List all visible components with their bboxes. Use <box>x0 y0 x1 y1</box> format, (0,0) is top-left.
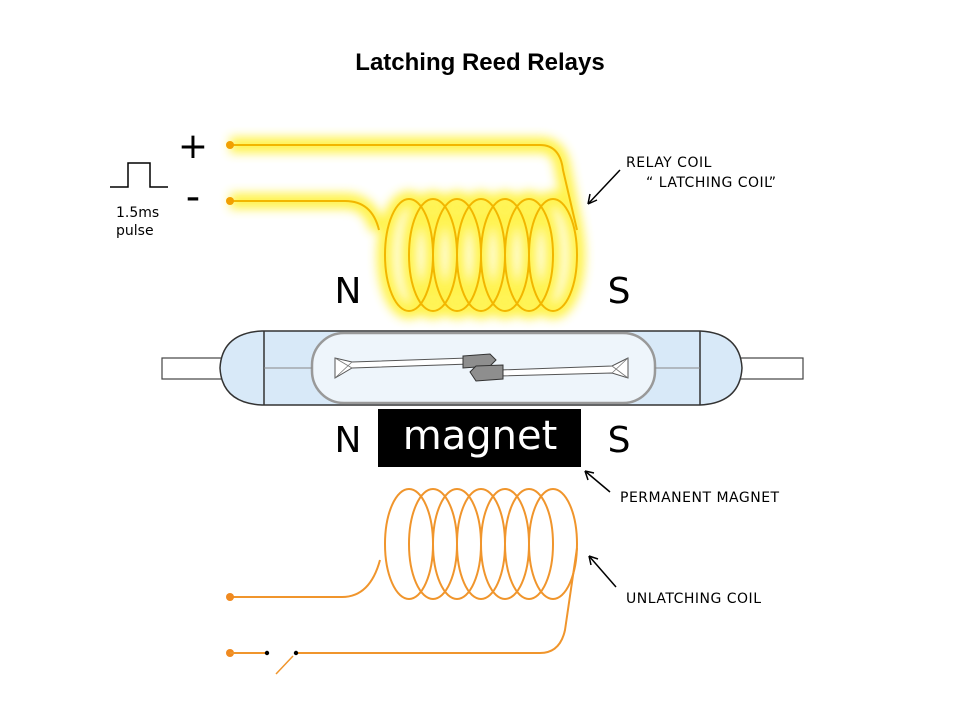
reed-lead-right <box>737 357 804 380</box>
pulse-waveform-icon <box>110 162 168 188</box>
reed-contact-lower <box>469 364 504 382</box>
relay-coil-arrow <box>587 169 621 205</box>
plus-terminal-dot <box>226 141 234 149</box>
reed-contact-upper <box>462 353 497 369</box>
latching-coil-label: “ LATCHING COIL” <box>646 175 777 191</box>
latching-coil <box>226 137 585 319</box>
reed-lead-left <box>161 357 228 380</box>
magnet-north-pole: N <box>335 420 362 461</box>
unlatching-switch <box>230 650 299 675</box>
magnet-label: magnet <box>403 413 558 459</box>
page-title: Latching Reed Relays <box>355 49 604 76</box>
magnet-south-pole: S <box>608 420 631 461</box>
permanent-magnet <box>378 409 581 467</box>
permanent-magnet-label: PERMANENT MAGNET <box>620 490 780 506</box>
relay-coil-label: RELAY COIL <box>626 155 712 171</box>
pulse-label: pulse <box>116 223 154 239</box>
minus-terminal-dot <box>226 197 234 205</box>
unlatching-coil-arrow <box>588 555 617 588</box>
minus-terminal-label: - <box>186 174 200 220</box>
pulse-duration: 1.5ms <box>116 205 159 221</box>
permanent-magnet-arrow <box>584 470 611 493</box>
unlatching-coil-label: UNLATCHING COIL <box>626 591 762 607</box>
reed-switch <box>161 330 804 406</box>
coil-south-pole: S <box>608 271 631 312</box>
unlatching-coil <box>230 488 578 654</box>
plus-terminal-label: + <box>178 126 208 167</box>
unlatching-terminal-dot-upper <box>226 593 234 601</box>
coil-north-pole: N <box>335 271 362 312</box>
